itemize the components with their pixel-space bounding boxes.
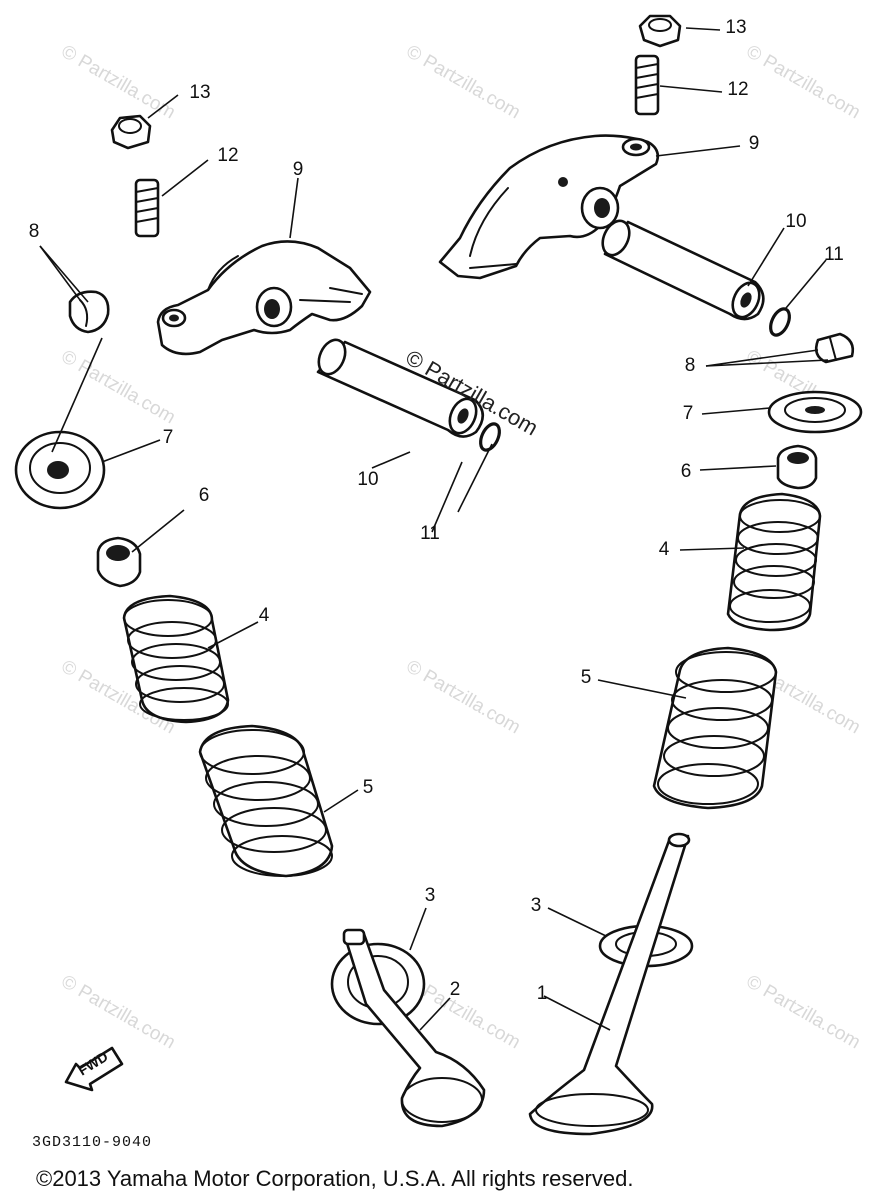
callout-2: 2: [450, 979, 461, 1000]
callout-5-right: 5: [581, 667, 592, 688]
valve-cotter-left: [68, 290, 110, 334]
leader-lines: [39, 27, 829, 1031]
callout-4-left: 4: [259, 605, 270, 626]
lock-nut-left: [110, 114, 152, 150]
spring-retainer-left: [14, 430, 106, 510]
diagram-code: 3GD3110-9040: [32, 1134, 152, 1151]
watermark: © Partzilla.com: [403, 656, 524, 738]
valve-cotter-right: [814, 332, 855, 364]
fwd-arrow-icon: FWD: [64, 1046, 124, 1092]
adjusting-screw-right: [634, 54, 660, 116]
callout-9-left: 9: [293, 159, 304, 180]
exhaust-valve: [528, 832, 691, 1136]
lock-nut-right: [638, 14, 682, 48]
callout-10-right: 10: [785, 211, 806, 232]
callout-8-left: 8: [29, 221, 40, 242]
outer-valve-spring-left: [198, 724, 334, 878]
spring-retainer-right: [767, 390, 863, 434]
watermark: © Partzilla.com: [58, 41, 179, 123]
watermark: © Partzilla.com: [58, 971, 179, 1053]
valve-stem-seal-right: [776, 444, 818, 490]
callout-7-left: 7: [163, 427, 174, 448]
intake-valve: [342, 928, 486, 1128]
callout-11-left: 11: [420, 523, 440, 544]
watermark: © Partzilla.com: [743, 41, 864, 123]
callout-9-right: 9: [749, 133, 760, 154]
valve-stem-seal-left: [96, 536, 142, 588]
callout-6-left: 6: [199, 485, 210, 506]
inner-valve-spring-left: [122, 594, 230, 724]
rocker-shaft-left: [316, 338, 485, 438]
watermark: © Partzilla.com: [743, 971, 864, 1053]
adjusting-screw-left: [134, 178, 160, 238]
callout-6-right: 6: [681, 461, 692, 482]
callout-3-right: 3: [531, 895, 542, 916]
o-ring-right: [769, 307, 791, 337]
watermark: © Partzilla.com: [58, 346, 179, 428]
callout-3-left: 3: [425, 885, 436, 906]
copyright-notice: ©2013 Yamaha Motor Corporation, U.S.A. A…: [36, 1166, 633, 1191]
rocker-arm-left: [156, 240, 372, 356]
callout-13-right: 13: [725, 17, 746, 38]
callout-5-left: 5: [363, 777, 374, 798]
callout-1: 1: [537, 983, 548, 1004]
callout-4-right: 4: [659, 539, 670, 560]
rocker-arm-right: [438, 134, 660, 280]
callout-12-left: 12: [217, 145, 238, 166]
o-ring-left: [479, 422, 501, 452]
inner-valve-spring-right: [726, 492, 822, 632]
rocker-shaft-right: [601, 219, 765, 321]
watermark: © Partzilla.com: [403, 41, 524, 123]
callout-13-left: 13: [189, 82, 210, 103]
callout-10-left: 10: [357, 469, 378, 490]
callout-11-right: 11: [824, 244, 844, 265]
callout-12-right: 12: [727, 79, 748, 100]
outer-valve-spring-right: [652, 646, 778, 810]
callout-numbers: 13 12 9 10 11 8 7 6 4 5 3 2 1 13 12 9 10…: [29, 17, 844, 1004]
callout-7-right: 7: [683, 403, 694, 424]
callout-8-right: 8: [685, 355, 696, 376]
